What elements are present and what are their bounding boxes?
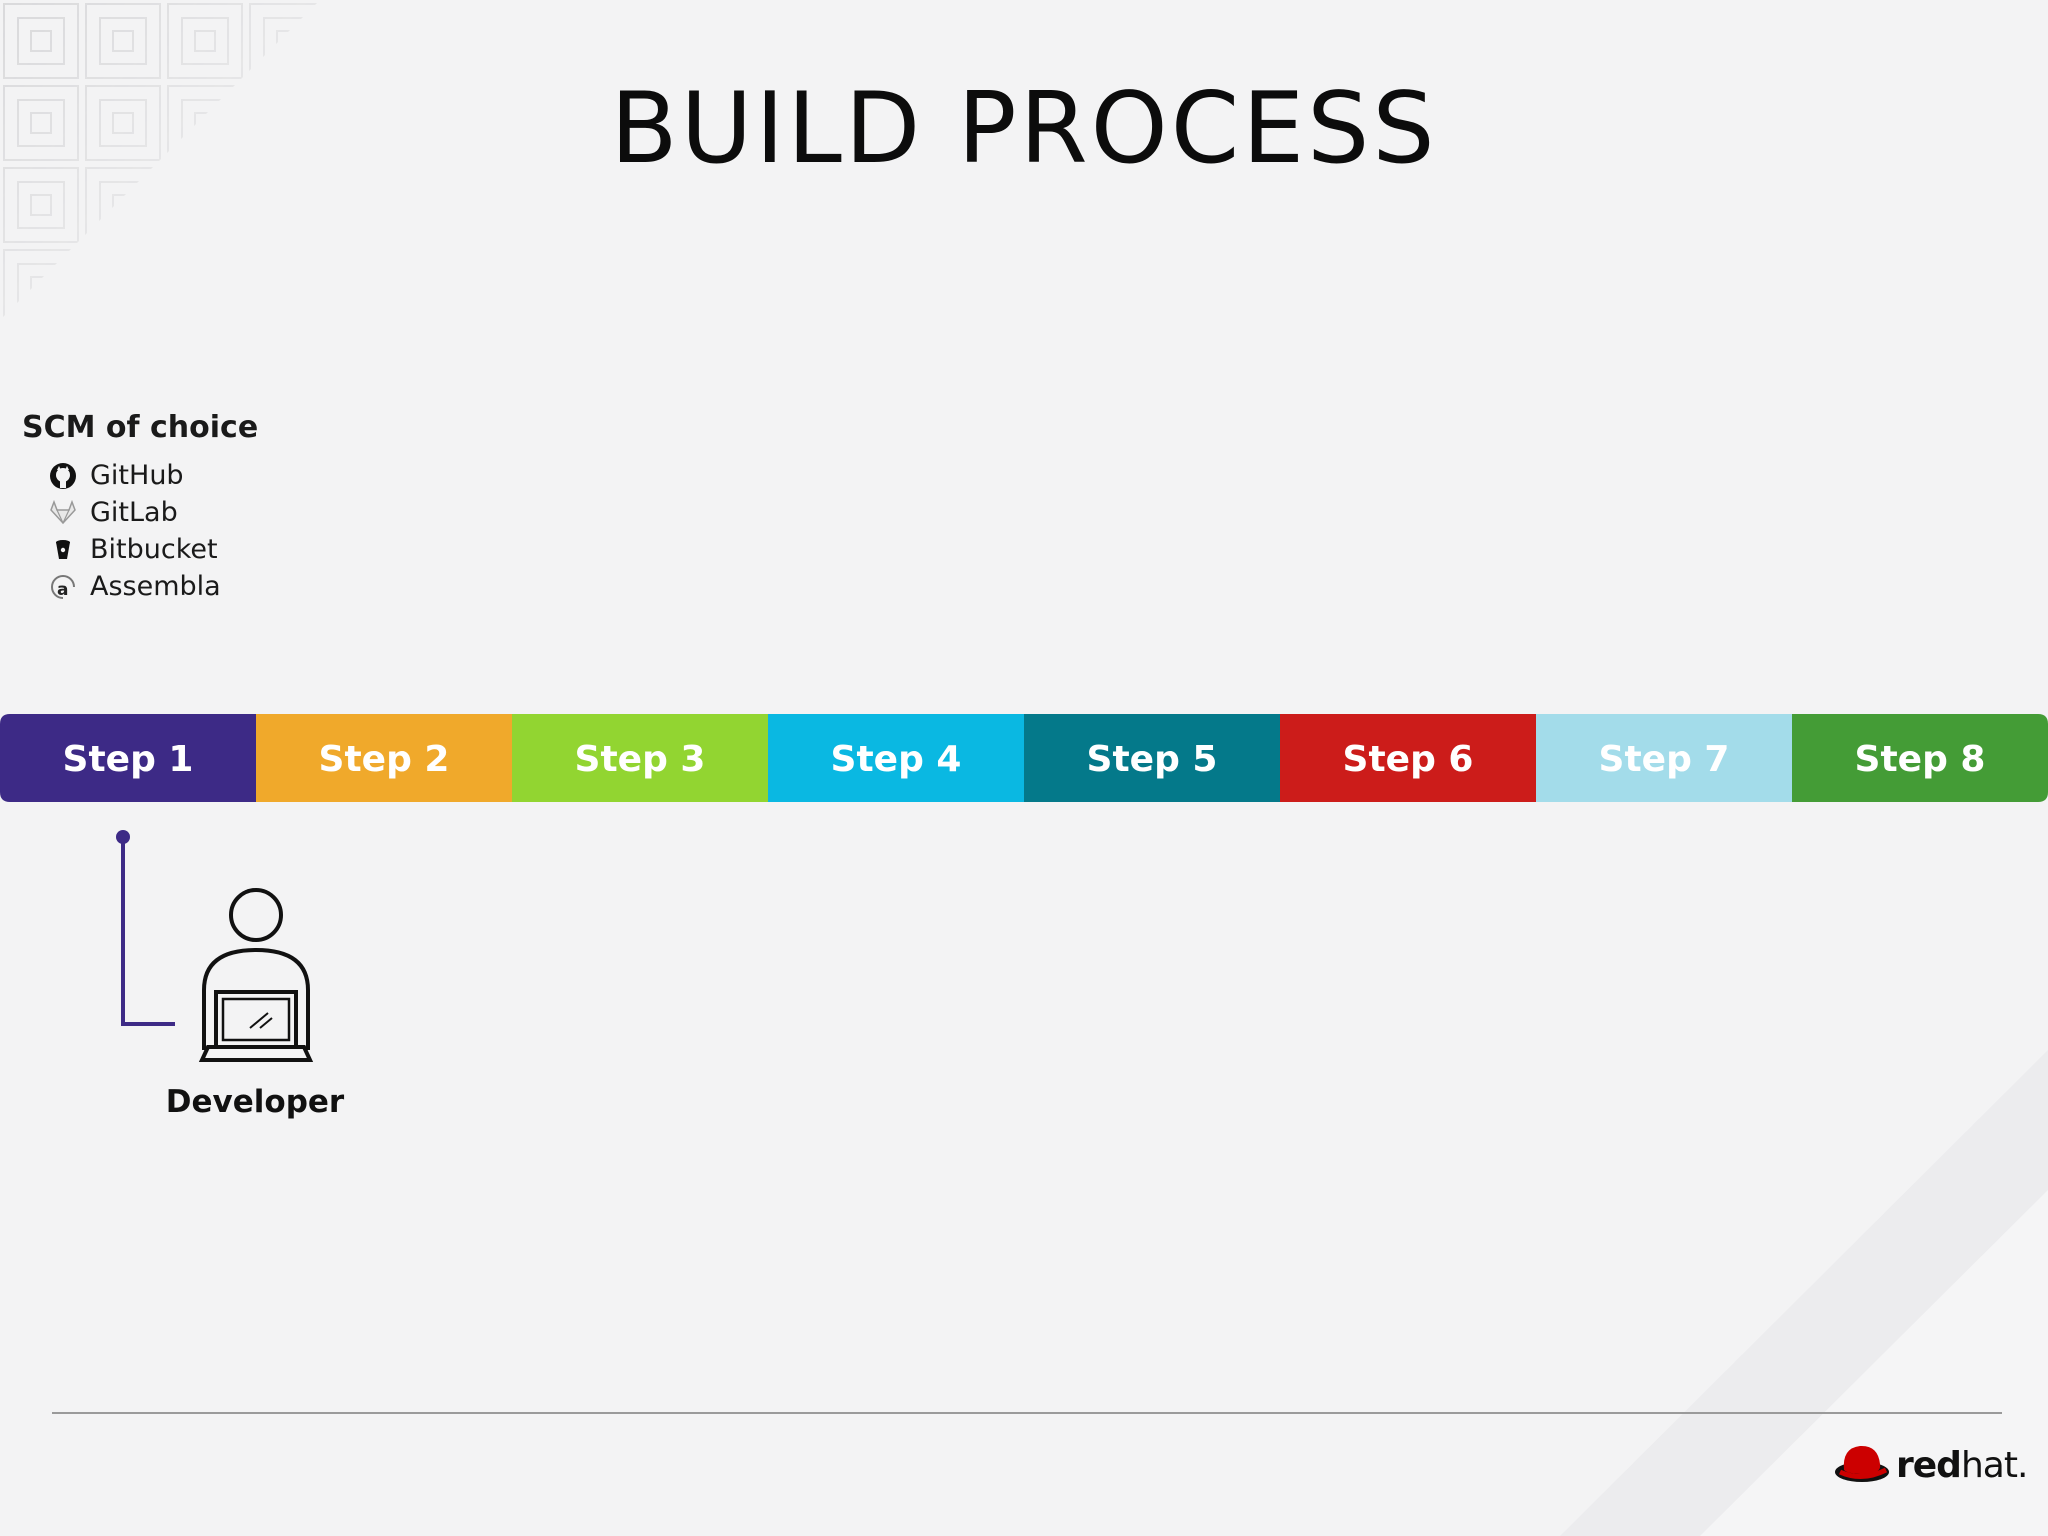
- scm-panel: SCM of choice GitHub GitLab Bitbucket a …: [22, 410, 258, 605]
- step-2-segment: [256, 714, 526, 802]
- step-5-label: Step 5: [1087, 739, 1218, 780]
- step-2-label: Step 2: [319, 739, 450, 780]
- assembla-icon: a: [48, 572, 78, 602]
- step-4-label: Step 4: [831, 739, 962, 780]
- bitbucket-icon: [48, 535, 78, 565]
- step-1-segment: [0, 714, 270, 802]
- scm-item-label: Bitbucket: [90, 534, 218, 565]
- scm-heading: SCM of choice: [22, 410, 259, 445]
- logo-text-bold: red: [1896, 1444, 1962, 1486]
- scm-item-github: GitHub: [48, 457, 258, 494]
- step-3-segment: [512, 714, 782, 802]
- step-5-segment: [1024, 714, 1294, 802]
- step-7-segment: [1536, 714, 1806, 802]
- step-3-label: Step 3: [575, 739, 706, 780]
- redhat-hat-icon: [1835, 1445, 1889, 1482]
- scm-item-assembla: a Assembla: [48, 568, 258, 605]
- github-icon: [48, 461, 78, 491]
- scm-list: GitHub GitLab Bitbucket a Assembla: [22, 457, 258, 605]
- page-title: BUILD PROCESS: [610, 72, 1438, 186]
- scm-item-bitbucket: Bitbucket: [48, 531, 258, 568]
- developer-label: Developer: [165, 1084, 345, 1120]
- step1-connector: [116, 830, 175, 1026]
- scm-item-gitlab: GitLab: [48, 494, 258, 531]
- scm-item-label: GitLab: [90, 497, 178, 528]
- developer: Developer: [150, 880, 360, 1120]
- developer-laptop-icon: [198, 888, 314, 1062]
- scm-item-label: GitHub: [90, 460, 184, 491]
- redhat-wordmark: redhat.: [1896, 1444, 2028, 1486]
- gitlab-icon: [48, 498, 78, 528]
- footer-divider: [52, 1412, 2002, 1414]
- redhat-logo: redhat.: [1834, 1442, 2028, 1488]
- logo-text-light: hat.: [1960, 1444, 2028, 1486]
- connector-line: [121, 837, 175, 1026]
- step-1-label: Step 1: [63, 739, 194, 780]
- scm-item-label: Assembla: [90, 571, 221, 602]
- step-6-segment: [1280, 714, 1550, 802]
- svg-text:a: a: [57, 580, 68, 600]
- step-8-label: Step 8: [1855, 739, 1986, 780]
- step-4-segment: [768, 714, 1038, 802]
- step-7-label: Step 7: [1599, 739, 1730, 780]
- step-8-segment: [1792, 714, 2048, 802]
- steps-bar: Step 1 Step 2 Step 3 Step 4 Step 5 Step 6 Step…: [0, 714, 2048, 802]
- step-6-label: Step 6: [1343, 739, 1474, 780]
